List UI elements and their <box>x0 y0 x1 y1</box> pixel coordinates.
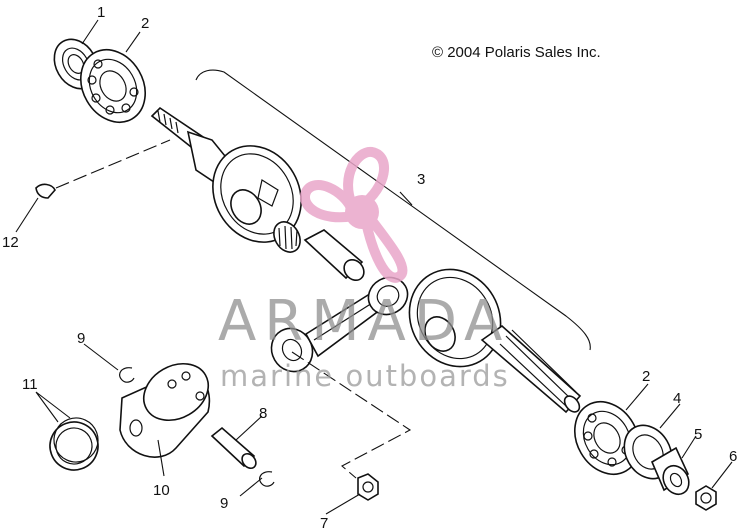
leader-lines <box>15 19 733 515</box>
callout-12: 12 <box>2 234 19 251</box>
callout-3: 3 <box>417 171 425 188</box>
circlip-bottom <box>259 471 275 487</box>
watermark-tagline: marine outboards <box>220 359 510 393</box>
callout-11: 11 <box>22 376 38 393</box>
assembly-bracket-tick <box>399 191 413 206</box>
watermark-brand: ARMADA <box>218 289 510 354</box>
callout-2-top: 2 <box>141 15 149 32</box>
connecting-rod <box>270 276 409 373</box>
circlip-top <box>119 367 135 383</box>
callout-2-bottom: 2 <box>642 368 650 385</box>
callout-6: 6 <box>729 448 737 465</box>
callout-9-top: 9 <box>77 330 85 347</box>
piston-pin <box>210 426 257 470</box>
main-bearing-right <box>574 401 640 475</box>
axis-line-nut <box>291 351 412 479</box>
callout-5: 5 <box>694 426 702 443</box>
assembly-bracket <box>195 69 591 351</box>
main-bearing-left <box>80 49 146 123</box>
woodruff-key <box>35 183 56 199</box>
axis-line-key <box>55 139 171 189</box>
crankshaft-right-half <box>408 268 582 414</box>
crank-nut <box>357 473 379 501</box>
crankshaft-left-half <box>150 106 302 243</box>
needle-bearing <box>273 221 301 253</box>
spacer-collar <box>650 446 690 496</box>
callout-1: 1 <box>97 4 105 21</box>
flange-nut <box>695 485 717 511</box>
callout-7: 7 <box>320 515 328 531</box>
propeller-logo <box>300 147 408 283</box>
piston-rings <box>49 417 99 471</box>
crank-pin <box>303 229 365 282</box>
callout-10: 10 <box>153 482 170 499</box>
callout-8: 8 <box>259 405 267 422</box>
piston <box>119 362 211 458</box>
copyright-text: © 2004 Polaris Sales Inc. <box>432 44 601 61</box>
callout-9-bottom: 9 <box>220 495 228 512</box>
callout-4: 4 <box>673 390 681 407</box>
